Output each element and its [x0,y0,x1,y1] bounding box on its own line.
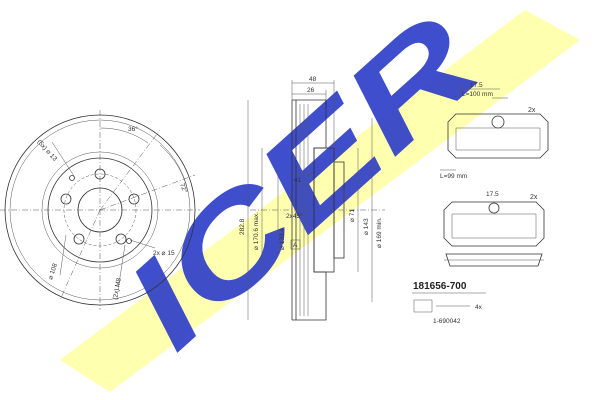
chamfer-dimension: 2x45° [286,212,303,220]
outer-diameter-dimension: 282.8 [239,218,246,235]
accessory-code: 1-690042 [433,318,461,325]
small-hole [69,175,75,181]
angle-arc [99,127,149,144]
bottom-pad-quantity: 2x [530,194,538,201]
bolt-hole [115,233,127,245]
accessory-quantity: 4x [475,304,483,311]
top-pad-width: L=99 mm [440,173,467,180]
bolt-hole [60,193,72,205]
top-pad-thickness: 17.5 [470,82,483,89]
bottom-pad-thickness: 17.5 [486,191,499,198]
hub-diameter-dimension: ⌀ 143 [363,218,370,235]
kit-info: 181656-700 4x 1-690042 [412,281,486,325]
inner-width-dimension: 26 [307,87,315,94]
total-width-dimension: 48 [309,76,317,83]
max-hat-diameter-dimension: ⌀ 170.6 max. [253,212,260,250]
angle-36-label: 36° [128,125,138,133]
bore-diameter-dimension: ⌀ 71 [349,209,356,222]
brand-banner [60,10,580,392]
bolt-circle-dimension: ⌀ 108 [47,262,59,280]
bolt-hole [128,193,140,205]
small-hole [126,238,132,244]
angle-72-label: 72° [178,182,189,194]
accessory-icon [413,299,433,313]
depth-dimension: 41 [294,177,302,184]
part-number: 181656-700 [413,281,467,292]
top-pad-length: L=100 mm [462,91,493,98]
disc-section-view: 48 26 282.8 ⌀ 170.6 max. ⌀ 133.4 ⌀ 71 ⌀ … [239,76,385,321]
hat-diameter-dimension: ⌀ 133.4 [279,228,286,250]
angle-arc [159,144,189,193]
bolt-hole-dimension: (5x) ⌀ 13 [36,139,59,163]
datum-label: A [293,242,298,249]
brake-pad-top: L=100 mm 17.5 2x L=99 mm [440,82,549,180]
thread-dimension: (2x) M8 [112,277,123,300]
small-hole-dimension: 2x ⌀ 15 [153,250,175,257]
brake-pad-bottom: 2x 17.5 [443,191,545,267]
bolt-hole [73,233,85,245]
min-diameter-dimension: ⌀ 169 min. [376,217,383,248]
top-pad-quantity: 2x [528,107,536,114]
